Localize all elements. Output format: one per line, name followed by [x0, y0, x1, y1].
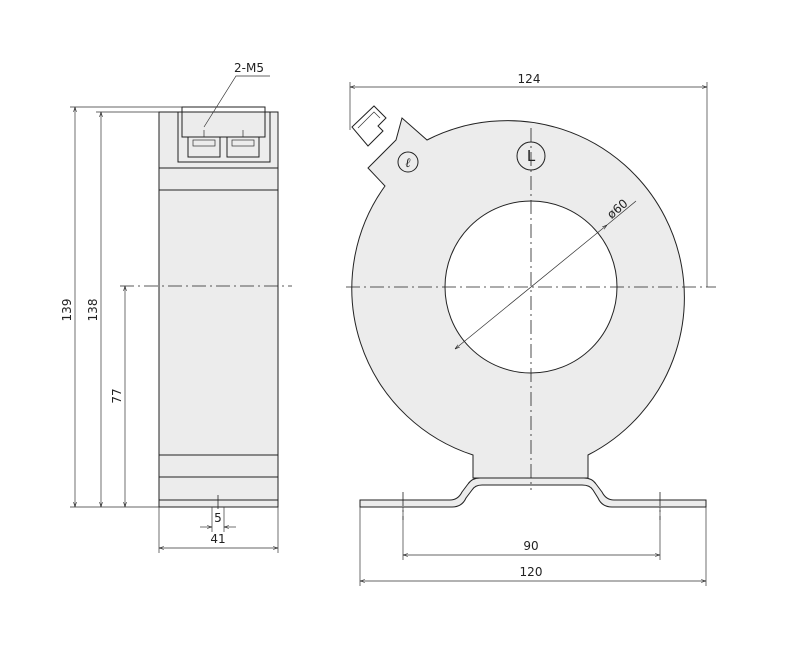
marking-secondary-circle — [397, 151, 419, 173]
front-view: ℓ L ø60 124 90 120 — [346, 72, 716, 586]
terminal-tab — [351, 105, 387, 147]
dim-label-124: 124 — [518, 72, 541, 86]
dim-label-5: 5 — [214, 511, 222, 525]
dim-label-90: 90 — [523, 539, 538, 553]
terminal-block — [177, 106, 271, 163]
side-view-body — [158, 111, 279, 508]
dim-label-138: 138 — [86, 299, 100, 322]
dim-label-77: 77 — [110, 388, 124, 403]
marking-secondary: ℓ — [405, 156, 411, 171]
dim-label-41: 41 — [210, 532, 225, 546]
terminal-callout-leader — [203, 75, 270, 128]
dim-line-bore — [455, 225, 607, 349]
dim-label-139: 139 — [60, 299, 74, 322]
side-view: 2-M5 139 138 77 5 41 — [60, 61, 292, 553]
terminal-callout-label: 2-M5 — [234, 61, 264, 75]
base-plate — [359, 477, 707, 508]
dim-label-120: 120 — [520, 565, 543, 579]
